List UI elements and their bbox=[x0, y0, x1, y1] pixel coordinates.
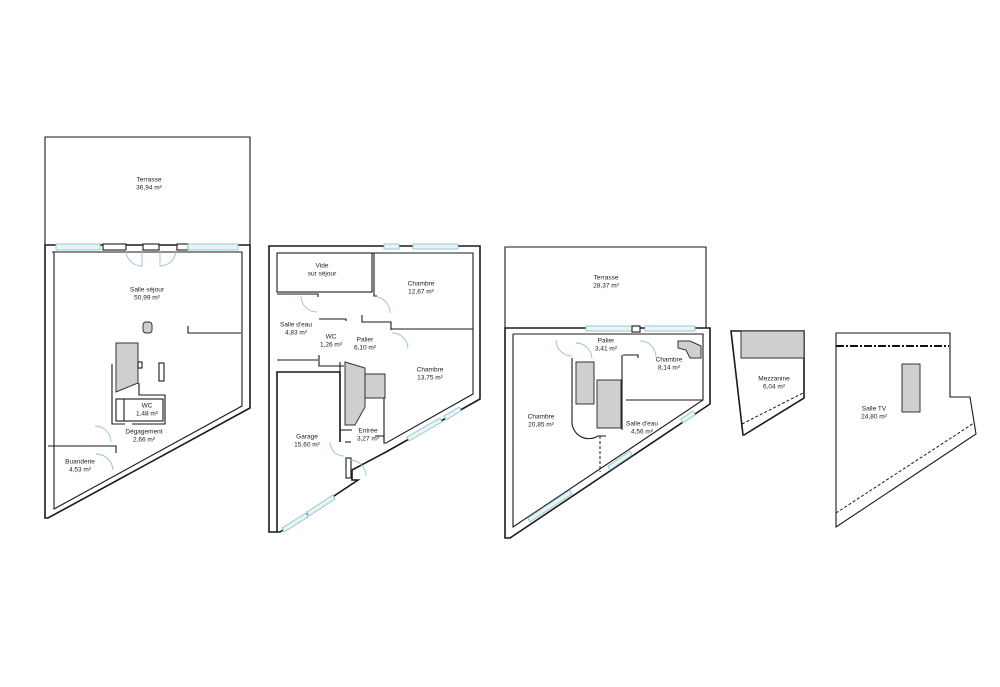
door-swing bbox=[575, 342, 593, 360]
window bbox=[443, 406, 462, 421]
outer-wall bbox=[835, 332, 977, 529]
fireplace bbox=[142, 321, 153, 334]
wall-stub bbox=[158, 362, 165, 382]
partition bbox=[277, 293, 319, 297]
window bbox=[527, 489, 573, 523]
garage-wall bbox=[276, 371, 341, 532]
curved-wall bbox=[571, 358, 606, 440]
inner-wall bbox=[277, 252, 474, 444]
window bbox=[607, 450, 633, 471]
window bbox=[383, 243, 400, 250]
partition bbox=[375, 435, 385, 443]
plan-ground-floor bbox=[44, 136, 251, 519]
door-swing bbox=[300, 295, 318, 313]
plan-mezzanine bbox=[730, 330, 805, 436]
wc-box bbox=[115, 398, 164, 422]
door-swing bbox=[555, 339, 573, 357]
door-swing bbox=[159, 249, 177, 267]
partition bbox=[132, 383, 166, 425]
staircase-landing bbox=[364, 373, 386, 399]
window bbox=[585, 325, 637, 332]
door-swing bbox=[329, 441, 345, 457]
door-swing bbox=[350, 459, 367, 477]
window bbox=[406, 417, 443, 442]
partition bbox=[319, 318, 347, 321]
wall-stub bbox=[345, 457, 352, 479]
window bbox=[55, 243, 101, 251]
wall-stub bbox=[137, 361, 143, 369]
void-over-living-room bbox=[276, 252, 373, 293]
roof-line-dashed bbox=[835, 422, 975, 514]
terrace-outline bbox=[504, 246, 707, 328]
plan-second-floor bbox=[504, 246, 711, 539]
wall-pier bbox=[142, 243, 160, 251]
window bbox=[644, 325, 696, 332]
inner-wall bbox=[52, 251, 243, 510]
staircase-landing bbox=[596, 379, 622, 429]
window bbox=[281, 512, 309, 533]
plan-attic bbox=[835, 332, 977, 529]
wardrobe bbox=[677, 340, 702, 359]
wall-pier bbox=[631, 325, 641, 333]
window bbox=[412, 243, 459, 250]
partition bbox=[318, 355, 344, 367]
staircase bbox=[575, 361, 595, 405]
partition bbox=[361, 315, 392, 330]
wall-pier bbox=[176, 243, 189, 251]
door-swing bbox=[94, 425, 112, 443]
stair-opening bbox=[901, 363, 921, 413]
staircase bbox=[115, 342, 139, 393]
roof-line-dashed bbox=[741, 392, 804, 425]
door-swing bbox=[639, 340, 657, 358]
window bbox=[187, 243, 239, 251]
wall-pier bbox=[102, 243, 127, 251]
door-swing bbox=[391, 332, 409, 349]
door-swing bbox=[125, 249, 143, 267]
window bbox=[680, 410, 696, 424]
outer-wall bbox=[268, 245, 481, 533]
door-swing bbox=[376, 296, 391, 314]
partition bbox=[48, 445, 117, 453]
plan-first-floor bbox=[268, 243, 481, 533]
void-area bbox=[740, 330, 805, 359]
window bbox=[306, 494, 336, 517]
partition bbox=[623, 354, 639, 358]
partition bbox=[187, 326, 241, 334]
partition bbox=[111, 364, 125, 425]
door-swing bbox=[95, 453, 114, 471]
partition bbox=[373, 253, 377, 297]
terrace-outline bbox=[44, 136, 251, 245]
staircase bbox=[344, 361, 366, 426]
